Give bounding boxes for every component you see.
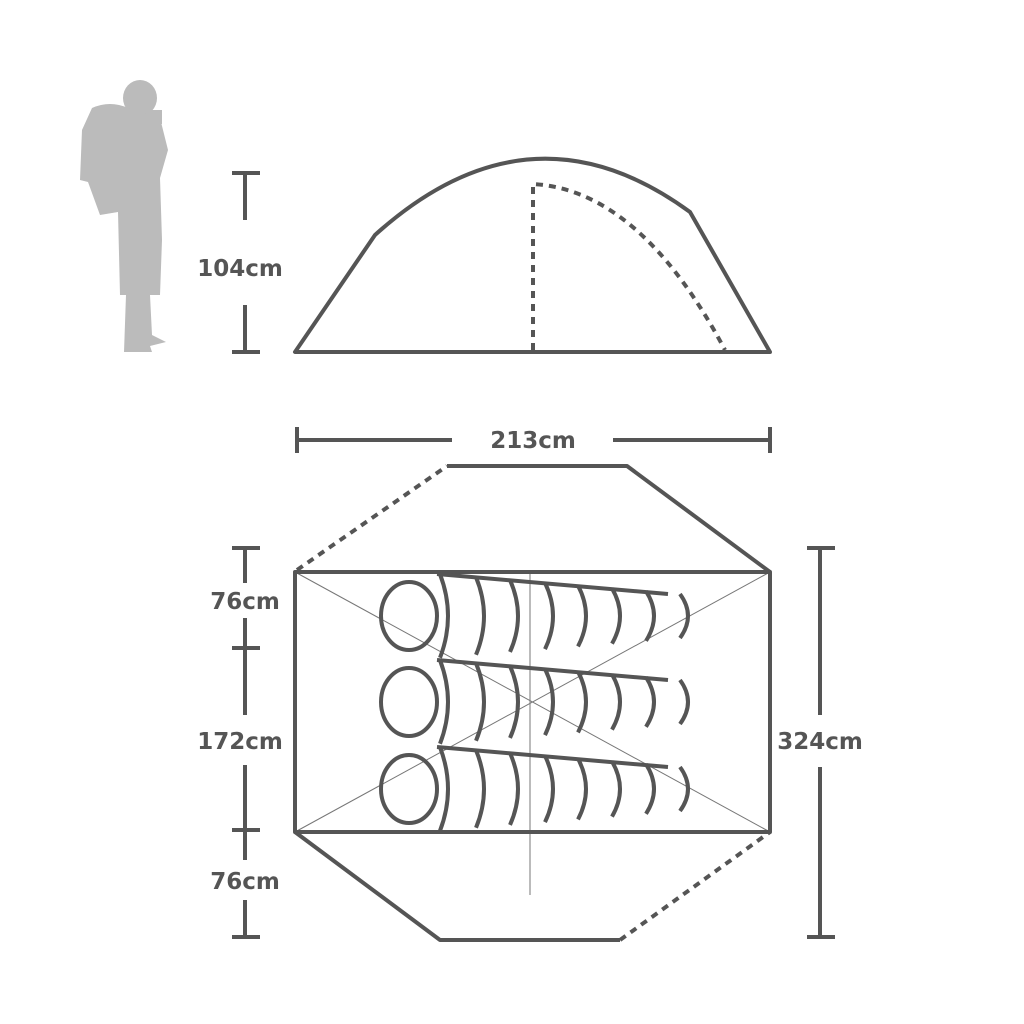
- total-length-dimension: 324cm: [777, 546, 863, 939]
- person-silhouette-icon: [80, 80, 168, 352]
- sleeping-bag-outline: [436, 745, 669, 769]
- sleeping-bag-rib: [474, 576, 486, 656]
- vestibule-rear-label: 76cm: [210, 869, 280, 895]
- sleeping-bag-rib: [474, 662, 486, 742]
- sleeping-bag-rib: [508, 579, 520, 653]
- sleeping-bag-rib: [610, 760, 622, 818]
- sleeping-bag: [379, 745, 690, 832]
- sleeping-bag-rib: [610, 673, 622, 731]
- sleeping-bag-rib: [543, 582, 555, 650]
- sleeping-bag-rib: [576, 670, 588, 734]
- width-dimension: 213cm: [295, 427, 772, 454]
- tent-side-view: [293, 156, 772, 354]
- sleeping-bag-hood: [379, 753, 439, 825]
- sleeping-bags: [379, 572, 690, 832]
- tent-floor-plan: [293, 464, 772, 942]
- sleeping-bag-rib: [438, 746, 450, 832]
- sleeping-bag-rib: [438, 573, 450, 659]
- left-length-dimensions: 76cm 172cm 76cm: [197, 546, 283, 939]
- sleeping-bag-hood: [379, 580, 439, 652]
- vestibule-front-label: 76cm: [210, 589, 280, 615]
- width-label: 213cm: [490, 428, 576, 454]
- sleeping-bag: [379, 658, 690, 745]
- sleeping-bag-rib: [644, 763, 656, 815]
- sleeping-bag-rib: [438, 659, 450, 745]
- sleeping-bag-outline: [436, 572, 669, 596]
- sleeping-bag-rib: [474, 749, 486, 829]
- inner-length-label: 172cm: [197, 729, 283, 755]
- sleeping-bag-rib: [508, 752, 520, 826]
- sleeping-bag-rib: [543, 668, 555, 736]
- sleeping-bag-hood: [379, 666, 439, 738]
- total-length-label: 324cm: [777, 729, 863, 755]
- sleeping-bag-rib: [508, 665, 520, 739]
- sleeping-bag-rib: [678, 678, 690, 726]
- sleeping-bag-rib: [644, 590, 656, 642]
- sleeping-bag-rib: [576, 757, 588, 821]
- sleeping-bag: [379, 572, 690, 659]
- sleeping-bag-rib: [678, 765, 690, 813]
- sleeping-bag-rib: [644, 676, 656, 728]
- sleeping-bag-outline: [436, 658, 669, 682]
- height-dimension: 104cm: [197, 171, 283, 354]
- sleeping-bag-rib: [543, 755, 555, 823]
- height-label: 104cm: [197, 256, 283, 282]
- sleeping-bag-rib: [576, 584, 588, 648]
- sleeping-bag-rib: [678, 592, 690, 640]
- sleeping-bag-rib: [610, 587, 622, 645]
